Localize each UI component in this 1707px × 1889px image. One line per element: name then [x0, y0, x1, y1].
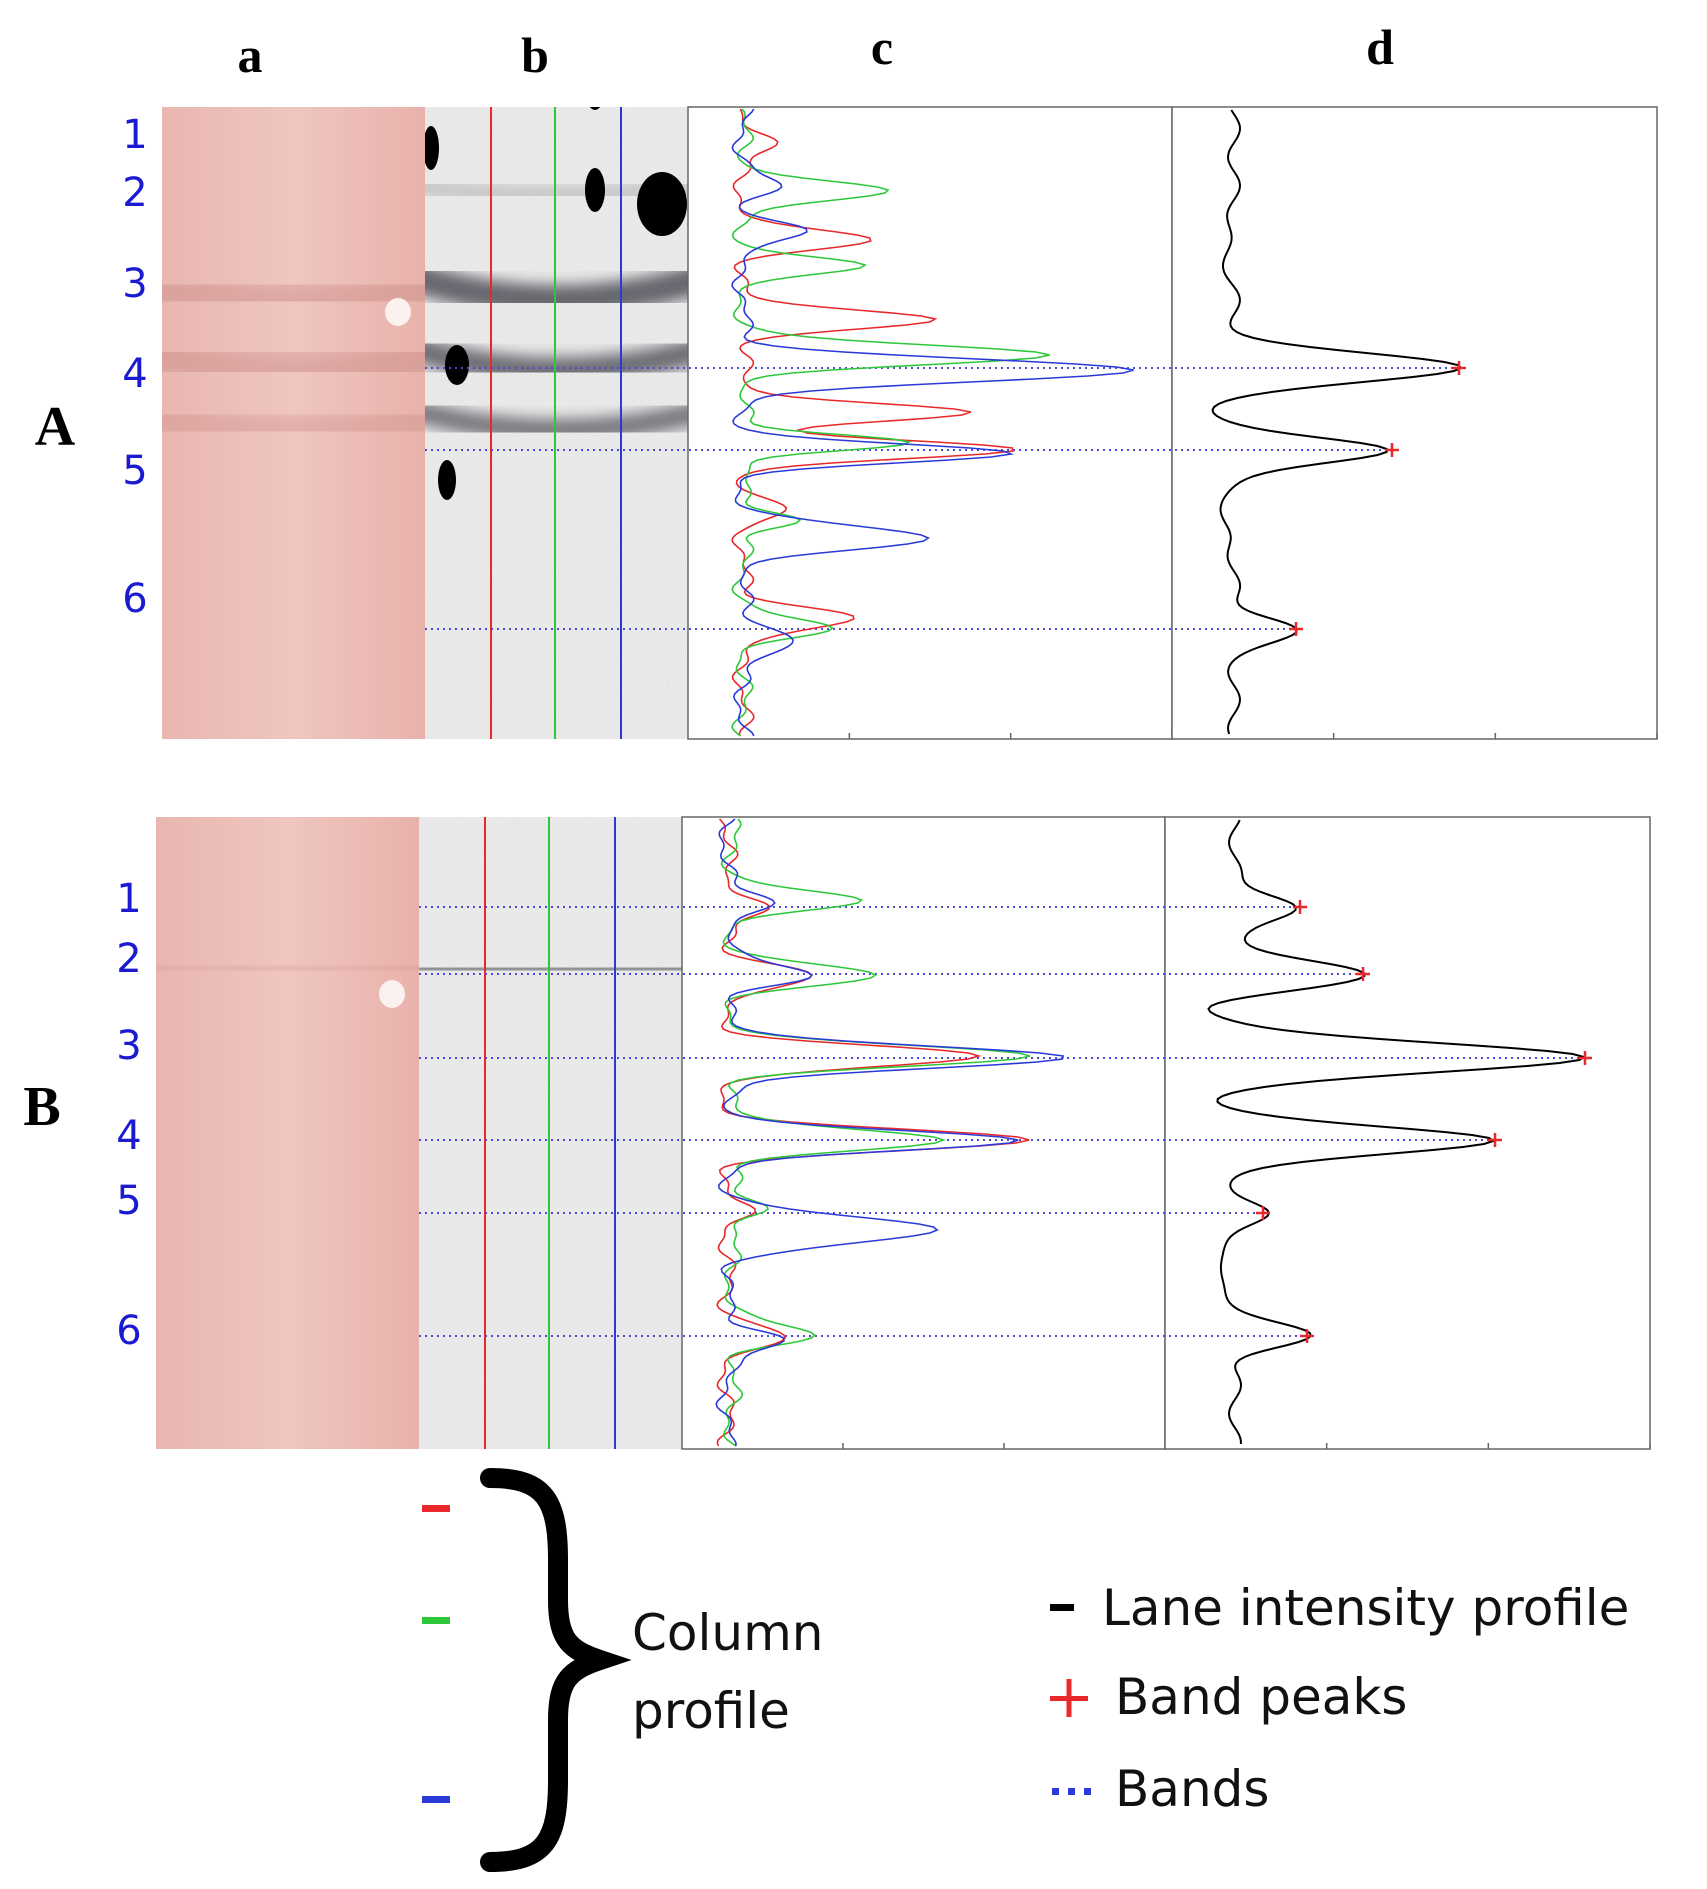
black-spot-A-5 [637, 172, 687, 236]
lane-intensity-profile-B [1207, 819, 1587, 1444]
black-spot-A-6 [445, 345, 469, 385]
band-peak-B-6 [1300, 1329, 1314, 1343]
black-spot-A-3 [425, 126, 439, 170]
black-spot-B-2 [579, 44, 599, 88]
red-column-swatch [422, 1505, 450, 1512]
black-spot-A-2 [589, 107, 601, 110]
lane-profile-swatch [1050, 1604, 1074, 1611]
black-spot-A-4 [585, 168, 605, 212]
gel-bubble-A [385, 298, 411, 326]
gel-band-A-2 [162, 339, 425, 388]
band-number-B-2: 2 [116, 936, 141, 982]
black-spot-A-7 [438, 460, 456, 500]
band-number-A-5: 5 [122, 448, 147, 494]
band-number-B-5: 5 [116, 1178, 141, 1224]
band-peak-B-2 [1356, 967, 1370, 981]
band-number-A-4: 4 [122, 351, 147, 397]
column-profile-label-line2: profile [632, 1682, 790, 1740]
band-peak-cross-icon [1050, 1679, 1088, 1717]
gel-band-B-1 [156, 951, 419, 985]
column-label-c: c [871, 19, 893, 75]
band-peak-B-5 [1256, 1206, 1270, 1220]
band-number-B-4: 4 [116, 1113, 141, 1159]
gel-bands-B [156, 951, 419, 1160]
green-column-profile-A [731, 108, 1050, 737]
band-number-A-1: 1 [122, 112, 147, 158]
band-peak-B-1 [1293, 900, 1307, 914]
legend-bands: Bands [1115, 1760, 1269, 1818]
gel-bands-A [162, 269, 425, 445]
panel-A: 1 2 3 4 5 6 [122, 0, 1658, 740]
plot-d-frame-B [1164, 816, 1651, 1450]
gray-band-B-2 [419, 957, 682, 981]
row-label-B: B [23, 1076, 60, 1138]
column-profile-legend: Column profile [422, 1468, 823, 1872]
band-number-A-6: 6 [122, 576, 147, 622]
plot-c-frame-B [681, 816, 1166, 1450]
column-label-b: b [521, 27, 549, 83]
column-label-d: d [1366, 19, 1394, 75]
legend-lane-profile: Lane intensity profile [1102, 1579, 1629, 1637]
band-peak-B-4 [1488, 1133, 1502, 1147]
brace-icon [480, 1468, 632, 1872]
plot-c-frame-A [687, 106, 1173, 740]
band-peak-A-3 [1289, 622, 1303, 636]
band-peak-A-2 [1385, 443, 1399, 457]
gel-band-A-3 [162, 404, 425, 445]
gray-band-A-2 [425, 264, 688, 315]
band-peak-A-1 [1452, 361, 1466, 375]
band-number-A-3: 3 [122, 261, 147, 307]
band-number-A-2: 2 [122, 170, 147, 216]
gray-band-A-4 [425, 402, 688, 441]
green-column-swatch [422, 1617, 450, 1624]
blue-column-swatch [422, 1796, 450, 1803]
gel-bubble-B [379, 980, 405, 1008]
green-column-profile-B [720, 818, 1031, 1447]
column-label-a: a [238, 27, 263, 83]
plot-legend: Lane intensity profile Band peaks Bands [1050, 1579, 1629, 1818]
gel-band-A-1 [162, 269, 425, 320]
band-number-B-3: 3 [116, 1023, 141, 1069]
band-number-B-1: 1 [116, 876, 141, 922]
blue-column-profile-A [731, 108, 1134, 737]
panel-B: 1 2 3 4 5 6 [116, 36, 1651, 1450]
band-peak-B-3 [1578, 1051, 1592, 1065]
black-spot-A-1 [423, 0, 447, 30]
row-label-A: A [35, 396, 76, 458]
bands-dots-icon [1052, 1788, 1091, 1795]
red-column-profile-A [731, 108, 1014, 737]
gray-band-A-3 [425, 338, 688, 383]
legend-band-peaks: Band peaks [1115, 1668, 1407, 1726]
column-profile-label-line1: Column [632, 1604, 823, 1662]
blue-column-profile-B [715, 818, 1065, 1447]
black-spot-B-1 [417, 36, 437, 80]
band-number-B-6: 6 [116, 1308, 141, 1354]
plot-d-frame-A [1171, 106, 1658, 740]
